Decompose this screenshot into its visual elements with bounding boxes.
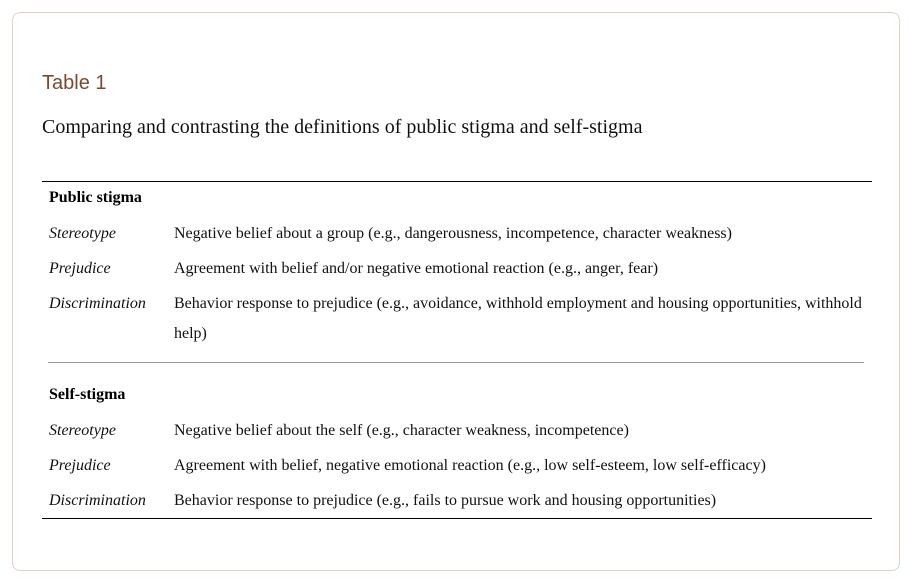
row-definition: Agreement with belief, negative emotiona…: [174, 457, 766, 474]
section-heading-public-stigma: Public stigma: [49, 189, 142, 206]
row-definition: Negative belief about the self (e.g., ch…: [174, 422, 629, 439]
row-definition: Negative belief about a group (e.g., dan…: [174, 225, 732, 242]
table-card: Table 1 Comparing and contrasting the de…: [12, 12, 900, 571]
section-heading-self-stigma: Self-stigma: [49, 386, 126, 403]
section-divider: [48, 362, 864, 363]
table-label: Table 1: [42, 72, 107, 94]
row-definition: Behavior response to prejudice (e.g., av…: [174, 295, 862, 342]
row-term: Stereotype: [49, 422, 116, 439]
row-definition: Agreement with belief and/or negative em…: [174, 260, 659, 277]
table-top-rule: [42, 181, 872, 182]
table-caption: Comparing and contrasting the definition…: [42, 116, 643, 138]
row-term: Prejudice: [49, 457, 111, 474]
row-term: Prejudice: [49, 260, 111, 277]
row-term: Discrimination: [49, 295, 146, 312]
row-definition: Behavior response to prejudice (e.g., fa…: [174, 492, 717, 509]
row-term: Stereotype: [49, 225, 116, 242]
table-bottom-rule: [42, 518, 872, 519]
row-term: Discrimination: [49, 492, 146, 509]
